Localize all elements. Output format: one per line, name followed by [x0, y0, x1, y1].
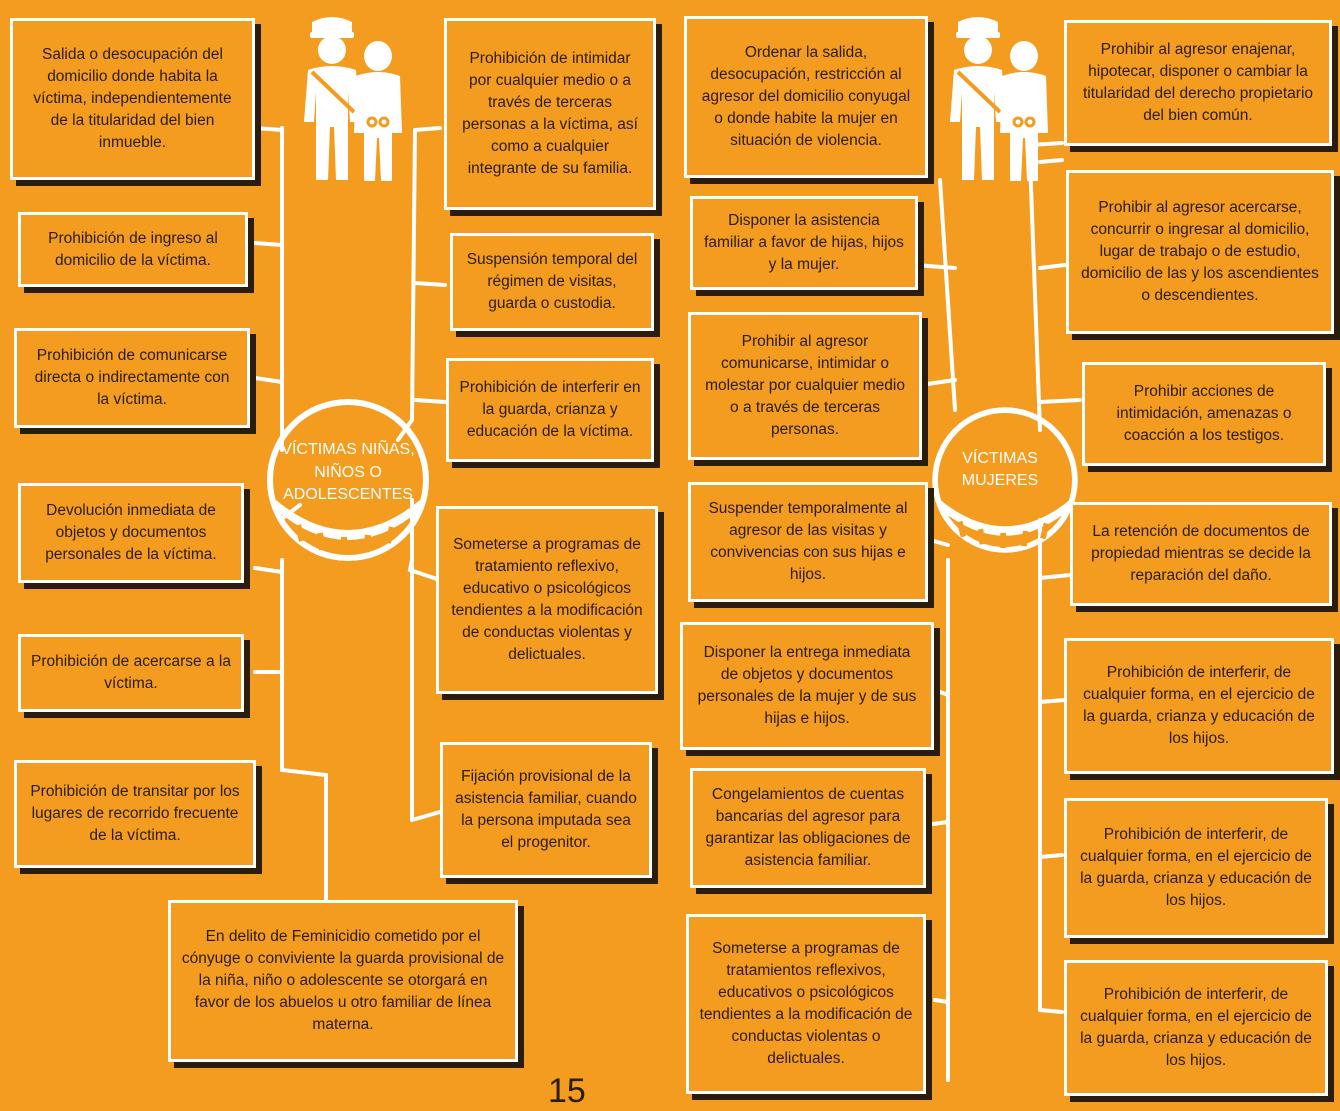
police-officer-icon — [950, 17, 1006, 180]
right-hub-circle — [932, 407, 1078, 553]
right-measure-box: Disponer la asistencia familiar a favor … — [690, 196, 918, 290]
right-measure-box: Prohibir al agresor acercarse, concurrir… — [1066, 170, 1334, 334]
left-measure-box: Fijación provisional de la asistencia fa… — [440, 742, 652, 878]
right-measure-box: Prohibir acciones de intimidación, amena… — [1082, 362, 1326, 466]
right-measure-box: Someterse a programas de tratamientos re… — [686, 914, 926, 1094]
left-hub-circle — [267, 399, 429, 561]
right-measure-box: Disponer la entrega inmediata de objetos… — [680, 622, 934, 750]
left-measure-box: Prohibición de ingreso al domicilio de l… — [18, 212, 248, 287]
right-measure-box: Prohibir al agresor enajenar, hipotecar,… — [1064, 20, 1332, 146]
page-number: 15 — [548, 1072, 586, 1110]
right-measure-box: Suspender temporalmente al agresor de la… — [688, 482, 928, 602]
left-measure-box: Prohibición de transitar por los lugares… — [14, 760, 256, 868]
arrested-person-icon — [1000, 41, 1048, 181]
right-measure-box: Ordenar la salida, desocupación, restric… — [684, 16, 928, 178]
left-hub-label: VÍCTIMAS NIÑAS, NIÑOS O ADOLESCENTES — [281, 441, 415, 504]
left-measure-box: Prohibición de intimidar por cualquier m… — [444, 18, 656, 210]
left-measure-box: Salida o desocupación del domicilio dond… — [10, 18, 255, 180]
left-measure-box: Suspensión temporal del régimen de visit… — [450, 233, 654, 331]
right-measure-box: Prohibir al agresor comunicarse, intimid… — [688, 312, 922, 460]
arrested-person-icon — [354, 41, 402, 181]
left-measure-box: Prohibición de interferir en la guarda, … — [446, 358, 654, 462]
police-officer-icon — [304, 17, 360, 180]
right-measure-box: Prohibición de interferir, de cualquier … — [1064, 960, 1328, 1096]
right-measure-box: La retención de documentos de propiedad … — [1070, 502, 1332, 606]
right-measure-box: Congelamientos de cuentas bancarias del … — [690, 768, 926, 888]
left-feminicide-box: En delito de Feminicidio cometido por el… — [168, 900, 518, 1062]
left-measure-box: Someterse a programas de tratamiento ref… — [436, 506, 658, 694]
left-measure-box: Prohibición de acercarse a la víctima. — [18, 634, 244, 712]
right-hub-label: VÍCTIMAS MUJERES — [961, 449, 1039, 489]
right-measure-box: Prohibición de interferir, de cualquier … — [1064, 638, 1334, 774]
left-measure-box: Devolución inmediata de objetos y docume… — [18, 483, 244, 583]
right-measure-box: Prohibición de interferir, de cualquier … — [1064, 798, 1328, 938]
left-measure-box: Prohibición de comunicarse directa o ind… — [14, 328, 250, 428]
